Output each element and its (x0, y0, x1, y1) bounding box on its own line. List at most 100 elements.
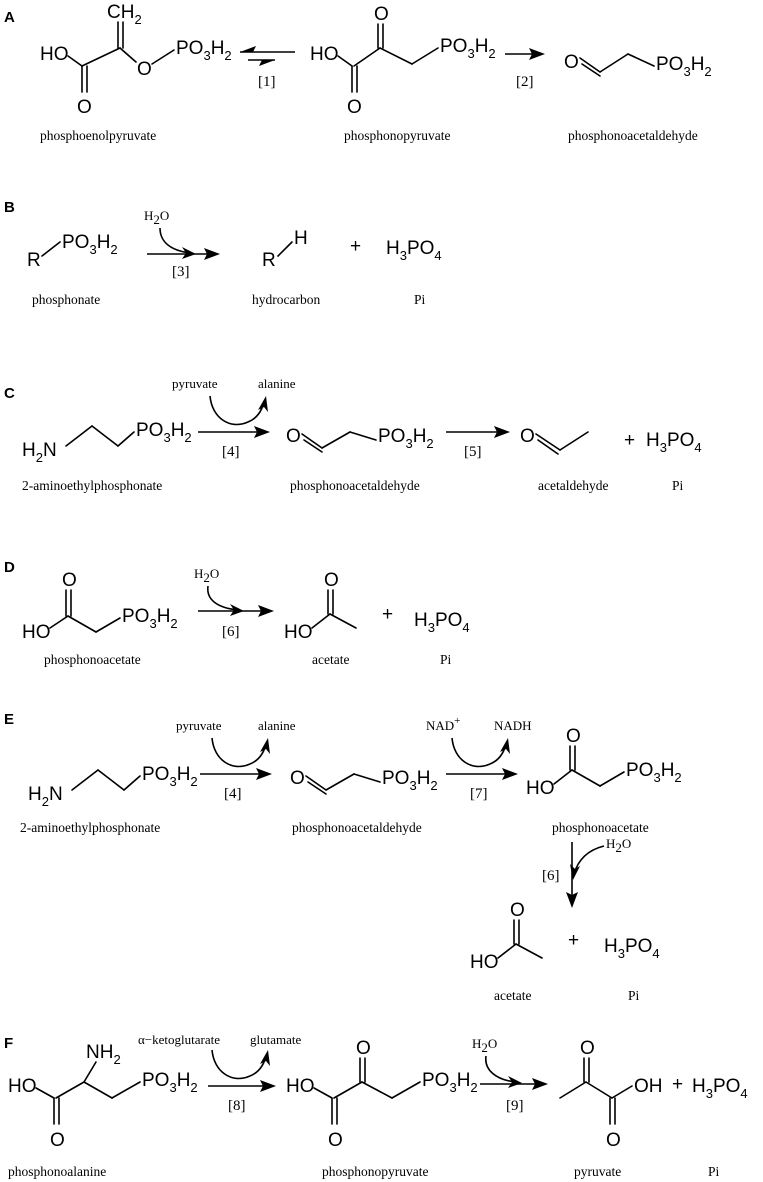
name-pi: Pi (440, 652, 452, 667)
name-phosphonate: phosphonate (32, 292, 100, 307)
panel-label-d: D (4, 559, 15, 576)
panel-label-e: E (4, 711, 14, 728)
name-pi: Pi (672, 478, 684, 493)
step-label-4: [4] (224, 786, 242, 802)
name-pyruvate: pyruvate (574, 1164, 621, 1179)
plus-sign: + (624, 430, 635, 451)
atom-o: O (50, 1130, 65, 1151)
atom-r: R (262, 250, 276, 271)
arrow-2: [2] (505, 48, 545, 90)
cofactor-alpha-ketoglutarate: α−ketoglutarate (138, 1032, 220, 1047)
arrow-9: H2O [9] (472, 1036, 548, 1114)
step-label-7: [7] (470, 786, 488, 802)
name-phosphonoalanine: phosphonoalanine (8, 1164, 106, 1179)
cofactor-alanine: alanine (258, 718, 296, 733)
atom-o: O (520, 426, 535, 447)
plus-sign: + (350, 236, 361, 257)
atom-o: O (606, 1130, 621, 1151)
structure-phosphoenolpyruvate: HO O CH2 O (40, 2, 232, 118)
cofactor-pyruvate: pyruvate (176, 718, 222, 733)
panel-a: A HO O CH2 O phosphoenolpyruvate [1] (4, 2, 712, 143)
arrow-8: α−ketoglutarate glutamate [8] (138, 1032, 301, 1114)
step-label-8: [8] (228, 1098, 246, 1114)
cofactor-nadh: NADH (494, 718, 532, 733)
cofactor-water: H2O (606, 836, 631, 855)
step-label-9: [9] (506, 1098, 524, 1114)
atom-h2n: H2N (28, 784, 63, 809)
atom-ho: HO (284, 622, 313, 643)
atom-o: O (290, 768, 305, 789)
name-2-aminoethylphosphonate: 2-aminoethylphosphonate (20, 820, 160, 835)
arrow-5: [5] (446, 426, 510, 460)
panel-e: E H2N 2-aminoethylphosphonate pyruvate a… (4, 711, 682, 1003)
panel-c: C H2N 2-aminoethylphosphonate pyruvate a… (4, 376, 702, 493)
atom-h2n: H2N (22, 440, 57, 465)
atom-oh: OH (634, 1076, 663, 1097)
panel-label-b: B (4, 199, 15, 216)
atom-o: O (356, 1038, 371, 1059)
atom-o: O (137, 59, 152, 80)
atom-ho: HO (470, 952, 499, 973)
name-phosphonoacetaldehyde: phosphonoacetaldehyde (568, 128, 698, 143)
name-2-aminoethylphosphonate: 2-aminoethylphosphonate (22, 478, 162, 493)
arrow-6-d: H2O [6] (194, 566, 274, 640)
cofactor-water: H2O (472, 1036, 497, 1055)
step-label-6: [6] (222, 624, 240, 640)
atom-o: O (374, 4, 389, 25)
cofactor-pyruvate: pyruvate (172, 376, 218, 391)
atom-o: O (328, 1130, 343, 1151)
name-phosphonoacetate: phosphonoacetate (552, 820, 649, 835)
panel-d: D HO O phosphonoacetate H2O [6] HO O ace… (4, 559, 470, 667)
atom-ho: HO (40, 44, 69, 65)
arrow-6-e: H2O [6] (542, 836, 631, 908)
arrow-3: H2O [3] (144, 208, 220, 280)
name-acetate: acetate (312, 652, 349, 667)
name-phosphonopyruvate: phosphonopyruvate (322, 1164, 428, 1179)
atom-o: O (566, 726, 581, 747)
atom-ho: HO (8, 1076, 37, 1097)
atom-ho: HO (22, 622, 51, 643)
plus-sign: + (672, 1074, 683, 1095)
atom-r: R (27, 250, 41, 271)
structure-phosphonopyruvate: HO O O (310, 4, 496, 118)
step-label-5: [5] (464, 444, 482, 460)
plus-sign: + (382, 604, 393, 625)
equilibrium-arrow-1: [1] (240, 46, 295, 90)
cofactor-alanine: alanine (258, 376, 296, 391)
name-phosphonopyruvate: phosphonopyruvate (344, 128, 450, 143)
atom-o: O (77, 97, 92, 118)
step-label-1: [1] (258, 74, 276, 90)
cofactor-water: H2O (194, 566, 219, 585)
step-label-4: [4] (222, 444, 240, 460)
atom-ho: HO (286, 1076, 315, 1097)
atom-ho: HO (310, 44, 339, 65)
cofactor-glutamate: glutamate (250, 1032, 301, 1047)
arrow-7: NAD+ NADH [7] (426, 715, 532, 802)
atom-o: O (564, 52, 579, 73)
atom-o: O (324, 570, 339, 591)
plus-sign: + (568, 930, 579, 951)
name-phosphoenolpyruvate: phosphoenolpyruvate (40, 128, 156, 143)
panel-label-c: C (4, 385, 15, 402)
arrow-4-c: pyruvate alanine [4] (172, 376, 296, 460)
name-acetaldehyde: acetaldehyde (538, 478, 608, 493)
step-label-3: [3] (172, 264, 190, 280)
name-pi: Pi (708, 1164, 720, 1179)
name-pi: Pi (628, 988, 640, 1003)
atom-ho: HO (526, 778, 555, 799)
atom-o: O (347, 97, 362, 118)
arrow-4-e: pyruvate alanine [4] (176, 718, 296, 802)
cofactor-nad: NAD+ (426, 715, 460, 733)
panel-label-f: F (4, 1035, 13, 1052)
atom-o: O (580, 1038, 595, 1059)
atom-o: O (62, 570, 77, 591)
atom-h: H (294, 228, 308, 249)
step-label-2: [2] (516, 74, 534, 90)
atom-ch2: CH2 (107, 2, 142, 27)
name-acetate: acetate (494, 988, 531, 1003)
panel-f: F HO O NH2 phosphonoalanine α−ketoglutar… (4, 1032, 748, 1179)
cofactor-water: H2O (144, 208, 169, 227)
panel-label-a: A (4, 9, 15, 26)
atom-o: O (510, 900, 525, 921)
